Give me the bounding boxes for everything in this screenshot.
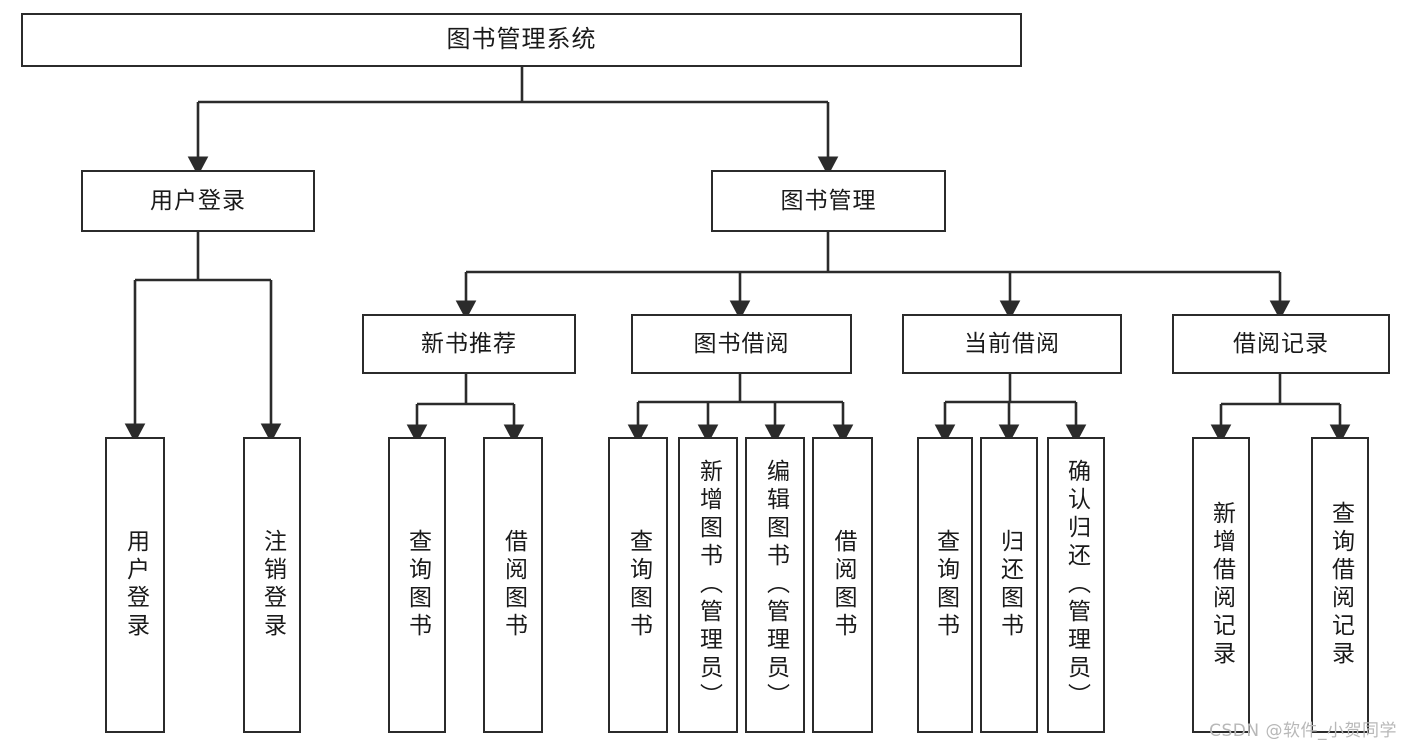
node-current-borrow-label: 当前借阅 [964,330,1060,357]
node-leaf-confirm-return-label: 确认归还（管理员） [1063,459,1090,711]
node-leaf-borrow-book-1[interactable]: 借阅图书 [483,437,543,733]
watermark: CSDN @软件_小贺同学 [1209,721,1397,741]
node-book-borrow-label: 图书借阅 [693,330,790,357]
node-leaf-add-book[interactable]: 新增图书（管理员） [678,437,738,733]
node-root-label: 图书管理系统 [446,25,597,54]
node-leaf-return-book[interactable]: 归还图书 [980,437,1038,733]
node-leaf-add-book-label: 新增图书（管理员） [695,459,722,711]
node-user-login-label: 用户登录 [150,187,246,214]
node-leaf-user-logout-label: 注销登录 [259,529,286,641]
node-borrow-record-label: 借阅记录 [1233,330,1329,357]
node-leaf-borrow-book-2[interactable]: 借阅图书 [812,437,873,733]
node-borrow-record[interactable]: 借阅记录 [1172,314,1390,374]
node-leaf-query-book-3[interactable]: 查询图书 [917,437,973,733]
node-book-management[interactable]: 图书管理 [711,170,946,232]
node-new-book-recommend[interactable]: 新书推荐 [362,314,576,374]
node-leaf-query-book-2[interactable]: 查询图书 [608,437,668,733]
node-leaf-query-book-3-label: 查询图书 [932,529,959,641]
node-leaf-query-record[interactable]: 查询借阅记录 [1311,437,1369,733]
node-current-borrow[interactable]: 当前借阅 [902,314,1122,374]
node-book-borrow[interactable]: 图书借阅 [631,314,852,374]
node-book-management-label: 图书管理 [780,187,877,214]
node-user-login[interactable]: 用户登录 [81,170,315,232]
node-leaf-edit-book[interactable]: 编辑图书（管理员） [745,437,805,733]
node-leaf-query-book-1[interactable]: 查询图书 [388,437,446,733]
node-leaf-add-record[interactable]: 新增借阅记录 [1192,437,1250,733]
node-leaf-user-logout[interactable]: 注销登录 [243,437,301,733]
node-leaf-borrow-book-1-label: 借阅图书 [500,529,527,641]
node-new-book-recommend-label: 新书推荐 [421,330,517,357]
node-leaf-return-book-label: 归还图书 [996,529,1023,641]
node-leaf-query-record-label: 查询借阅记录 [1327,501,1354,669]
node-leaf-add-record-label: 新增借阅记录 [1208,501,1235,669]
node-leaf-confirm-return[interactable]: 确认归还（管理员） [1047,437,1105,733]
node-leaf-query-book-1-label: 查询图书 [404,529,431,641]
node-leaf-user-login[interactable]: 用户登录 [105,437,165,733]
node-root[interactable]: 图书管理系统 [21,13,1022,67]
node-leaf-edit-book-label: 编辑图书（管理员） [762,459,789,711]
node-leaf-user-login-label: 用户登录 [122,529,149,641]
node-leaf-query-book-2-label: 查询图书 [625,529,652,641]
node-leaf-borrow-book-2-label: 借阅图书 [830,529,856,641]
